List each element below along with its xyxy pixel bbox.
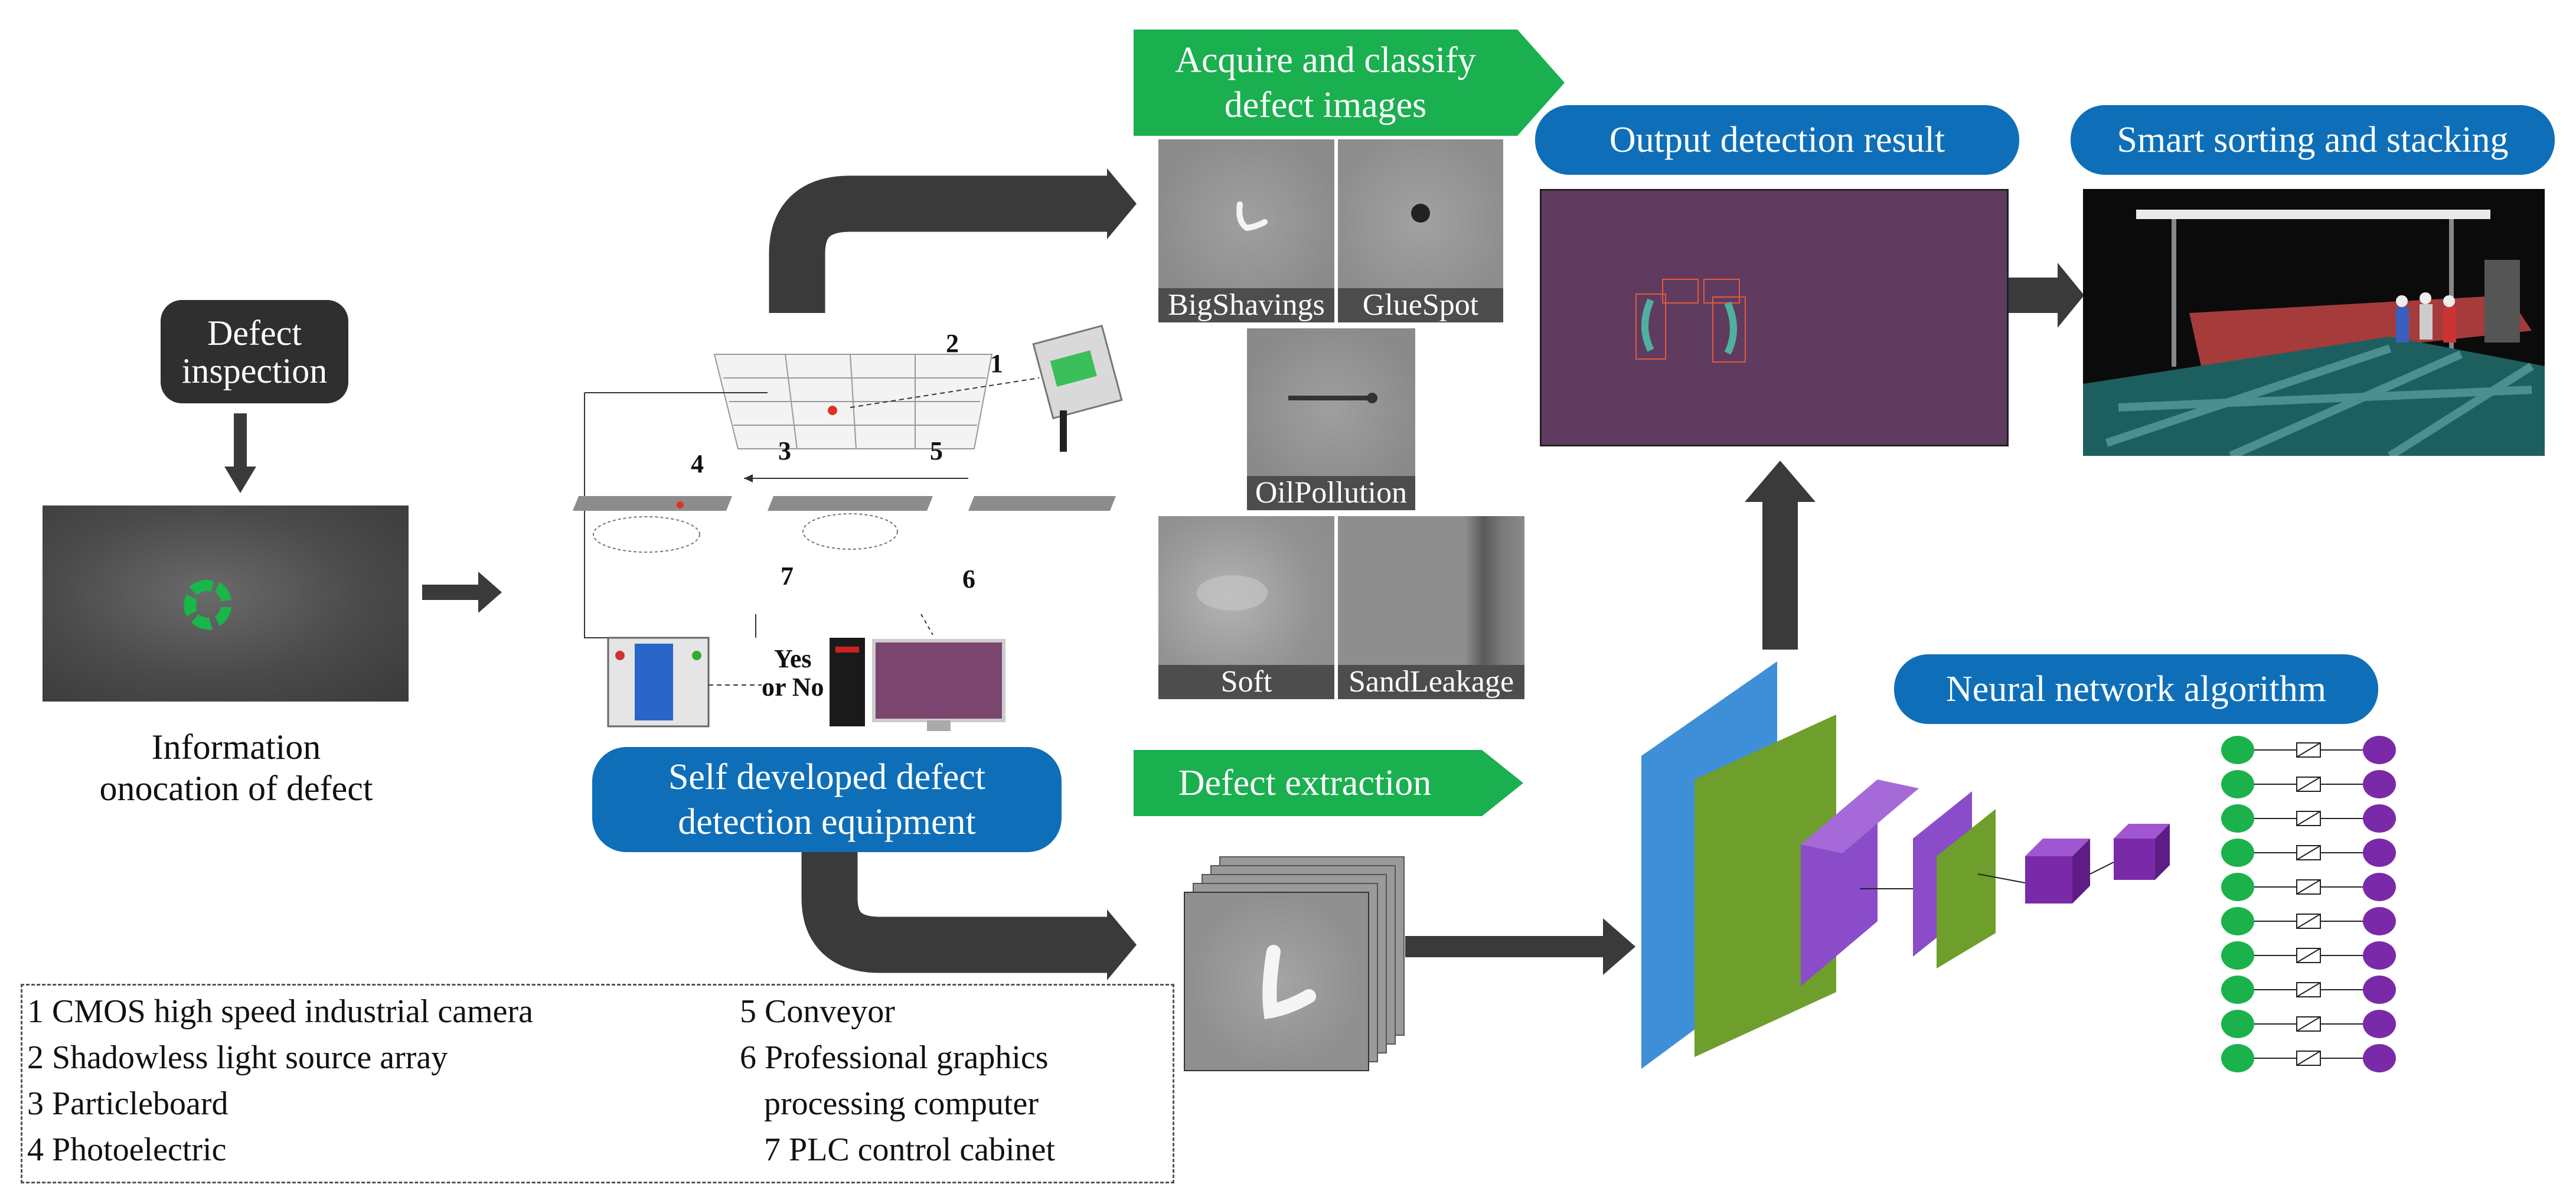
- thumb-soft: Soft: [1158, 516, 1334, 699]
- output-pill: Output detection result: [1535, 105, 2019, 175]
- nn-layer-conv3: [1937, 809, 1996, 968]
- detection-boxes-icon: [1635, 279, 1746, 363]
- arrow-photo-to-equipment: [422, 572, 502, 613]
- photoelectric-icon: [593, 513, 898, 553]
- callout-6: 6: [962, 565, 975, 593]
- acquire-banner: Acquire and classify defect images: [1134, 30, 1517, 136]
- defect-inspection-box: Defect inspection: [161, 300, 348, 403]
- thumb-label: OilPollution: [1247, 476, 1415, 510]
- callout-2: 2: [946, 329, 959, 358]
- thumb-label: Soft: [1158, 665, 1334, 699]
- arrow-extraction-to-neural: [1405, 918, 1635, 975]
- arrow-output-to-sorting: [2004, 263, 2084, 328]
- thumb-label: GlueSpot: [1338, 288, 1503, 322]
- neural-network-diagram: [1641, 661, 2396, 1072]
- acquire-label: Acquire and classify defect images: [1175, 40, 1476, 125]
- nn-layer-fc: [2114, 824, 2170, 880]
- equipment-label: Self developed defect detection equipmen…: [668, 757, 986, 842]
- factory-line-icon: [2083, 210, 2545, 456]
- arrow-inspection-down: [224, 413, 256, 493]
- arrow-equipment-to-acquire: [769, 175, 1110, 313]
- sorting-photo: [2083, 189, 2545, 456]
- conveyor-icon: [573, 496, 1116, 511]
- shaving-defect-icon: [1236, 201, 1268, 231]
- sorting-label: Smart sorting and stacking: [2117, 119, 2509, 160]
- thumb-oilpollution: OilPollution: [1247, 328, 1415, 510]
- plc-control-cabinet-icon: [607, 637, 710, 728]
- thumb-label: BigShavings: [1158, 288, 1334, 322]
- graphics-computer-icon: [830, 638, 1005, 731]
- thumb-sandleakage: SandLeakage: [1338, 516, 1524, 699]
- extraction-label: Defect extraction: [1178, 762, 1432, 803]
- legend-item: 7 PLC control cabinet: [764, 1131, 1056, 1168]
- defect-point-icon: [828, 406, 837, 415]
- callout-3: 3: [778, 436, 791, 465]
- neural-label: Neural network algorithm: [1946, 668, 2326, 709]
- nn-output-nodes: [2221, 736, 2396, 1072]
- information-caption: Information onocation of defect: [71, 685, 401, 809]
- arrow-neural-to-output: [1745, 461, 1816, 650]
- legend-item: 1 CMOS high speed industrial camera: [27, 993, 533, 1030]
- output-result-panel: [1540, 189, 2009, 446]
- legend-item: 5 Conveyor: [740, 993, 895, 1030]
- extracted-shaving-icon: [1262, 945, 1316, 1019]
- neural-pill: Neural network algorithm: [1894, 654, 2378, 724]
- thumb-bigshavings: BigShavings: [1158, 139, 1334, 322]
- thumb-label: SandLeakage: [1338, 665, 1524, 699]
- arrow-equipment-to-extraction: [801, 818, 1110, 973]
- output-label: Output detection result: [1609, 119, 1945, 160]
- inspection-photo: [43, 505, 409, 702]
- callout-1: 1: [990, 349, 1003, 378]
- information-label: Information onocation of defect: [99, 728, 373, 808]
- sorting-pill: Smart sorting and stacking: [2071, 105, 2555, 175]
- glue-spot-defect-icon: [1411, 204, 1430, 223]
- callout-7: 7: [781, 562, 794, 591]
- equipment-schematic: [573, 324, 1123, 731]
- oil-pollution-defect-icon: [1288, 393, 1377, 403]
- extracted-defect-stack: [1184, 856, 1408, 1071]
- light-source-array-icon: [713, 354, 993, 449]
- equipment-pill: Self developed defect detection equipmen…: [592, 747, 1062, 852]
- callout-5: 5: [930, 436, 943, 465]
- extraction-banner: Defect extraction: [1134, 750, 1476, 816]
- sand-leakage-defect-icon: [1338, 516, 1524, 664]
- acquire-banner-shape: [1134, 30, 1565, 136]
- legend-item: 4 Photoelectric: [27, 1131, 227, 1168]
- component-legend: 1 CMOS high speed industrial camera 2 Sh…: [21, 984, 1174, 1183]
- cmos-camera-icon: [1032, 324, 1123, 452]
- detected-defect-ring-icon: [184, 580, 231, 630]
- nn-layer-pool2: [2025, 839, 2090, 904]
- soft-defect-icon: [1197, 575, 1268, 611]
- extraction-banner-shape: [1134, 750, 1523, 816]
- legend-item: 3 Particleboard: [27, 1085, 228, 1122]
- legend-item: 6 Professional graphics: [740, 1039, 1049, 1076]
- thumb-gluespot: GlueSpot: [1338, 139, 1503, 322]
- legend-item: 2 Shadowless light source array: [27, 1039, 448, 1076]
- legend-item: processing computer: [764, 1085, 1039, 1122]
- callout-4: 4: [691, 449, 704, 478]
- yes-no-label: Yes or No: [762, 644, 824, 702]
- defect-inspection-label: Defect inspection: [181, 313, 328, 390]
